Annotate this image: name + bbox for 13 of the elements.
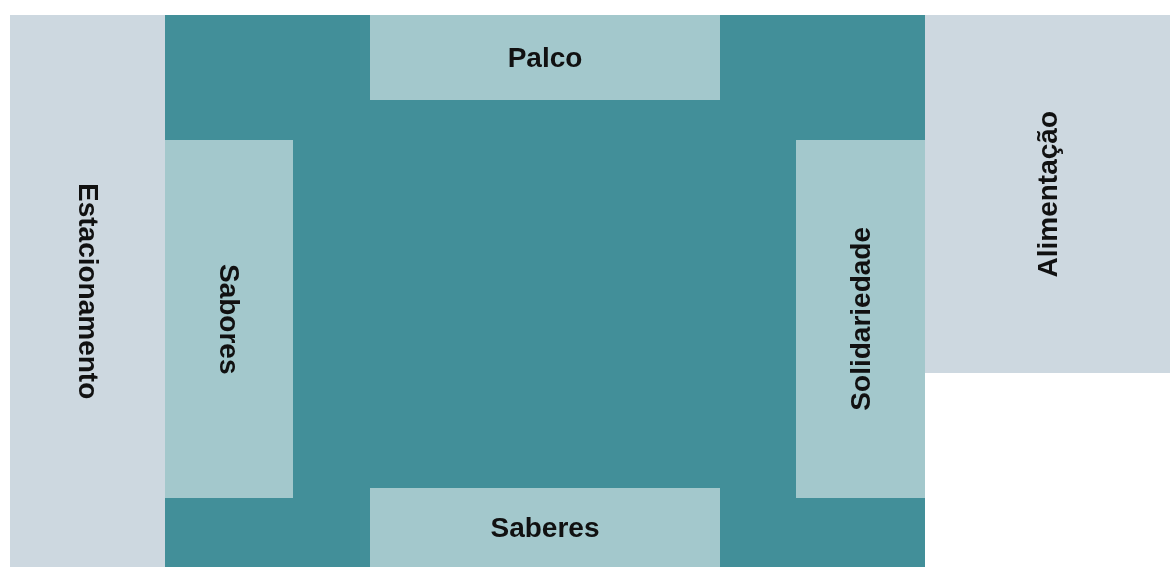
parking-area bbox=[10, 15, 165, 567]
zone-label: Alimentação bbox=[1031, 110, 1064, 278]
booth-area bbox=[165, 140, 293, 498]
booth-area bbox=[796, 140, 925, 498]
food-area bbox=[925, 15, 1170, 373]
zone-label: Palco bbox=[507, 41, 583, 74]
zone-label: Estacionamento bbox=[71, 182, 104, 400]
stage-area bbox=[370, 15, 720, 100]
central-square bbox=[165, 15, 925, 567]
zone-label: Saberes bbox=[490, 511, 600, 544]
booth-area bbox=[370, 488, 720, 567]
zone-label: Solidariedade bbox=[844, 227, 877, 411]
zone-label: Sabores bbox=[213, 263, 245, 375]
